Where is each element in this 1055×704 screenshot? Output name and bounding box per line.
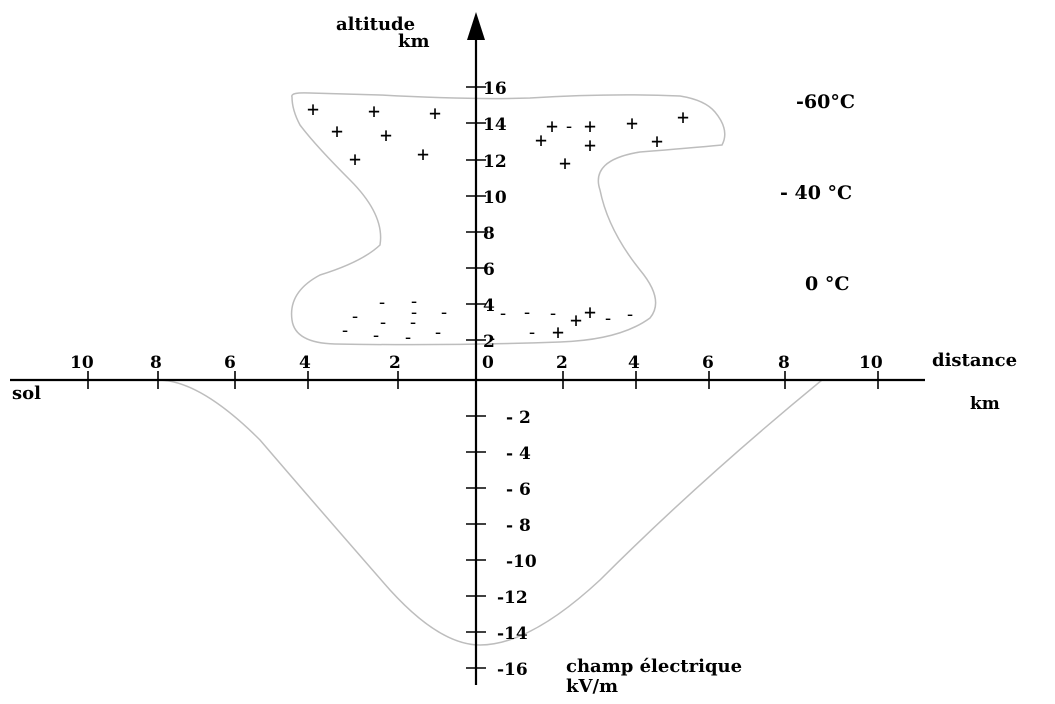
distance-tick-label: 8 bbox=[150, 353, 162, 373]
distance-tick-label: 4 bbox=[628, 353, 640, 373]
temperature-label-minus60: -60°C bbox=[796, 91, 855, 113]
positive-charge: + bbox=[677, 105, 689, 129]
field-tick-label: - 6 bbox=[506, 480, 531, 500]
positive-charge: + bbox=[368, 99, 380, 123]
altitude-tick-label: 12 bbox=[483, 152, 507, 172]
altitude-tick-label: 10 bbox=[483, 188, 507, 208]
distance-tick-label: 10 bbox=[859, 353, 883, 373]
negative-charge: - bbox=[487, 328, 498, 349]
electric-field-curve bbox=[157, 379, 823, 646]
negative-charge: - bbox=[625, 304, 636, 325]
charge-symbols: ++++++++++++++++++------------------- bbox=[307, 97, 689, 349]
distance-origin-label: 0 bbox=[482, 353, 494, 373]
altitude-axis-ticks bbox=[466, 86, 486, 669]
negative-charge: - bbox=[409, 291, 420, 312]
field-tick-label: - 8 bbox=[506, 516, 531, 536]
field-tick-label: -10 bbox=[506, 552, 537, 572]
positive-charge: + bbox=[584, 133, 596, 157]
negative-charge: - bbox=[409, 302, 420, 323]
positive-charge: + bbox=[552, 320, 564, 344]
distance-axis-ticks bbox=[87, 371, 879, 389]
negative-charge: - bbox=[603, 308, 614, 329]
negative-charge: - bbox=[371, 325, 382, 346]
altitude-tick-label: 6 bbox=[483, 260, 495, 280]
distance-axis-unit: km bbox=[970, 394, 1000, 414]
negative-charge: - bbox=[433, 322, 444, 343]
negative-charge: - bbox=[377, 292, 388, 313]
positive-charge: + bbox=[651, 129, 663, 153]
altitude-tick-label: 4 bbox=[483, 296, 495, 316]
positive-charge: + bbox=[380, 123, 392, 147]
altitude-tick-label: 2 bbox=[483, 332, 495, 352]
field-tick-label: - 2 bbox=[506, 408, 531, 428]
distance-tick-label: 6 bbox=[224, 353, 236, 373]
negative-charge: - bbox=[498, 303, 509, 324]
temperature-label-minus40: - 40 °C bbox=[780, 182, 852, 204]
altitude-axis-title: altitude bbox=[336, 14, 415, 35]
positive-charge: + bbox=[429, 101, 441, 125]
positive-charge: + bbox=[584, 114, 596, 138]
negative-charge: - bbox=[408, 312, 419, 333]
distance-tick-label: 4 bbox=[299, 353, 311, 373]
positive-charge: + bbox=[307, 97, 319, 121]
positive-charge: + bbox=[417, 142, 429, 166]
positive-charge: + bbox=[584, 300, 596, 324]
positive-charge: + bbox=[331, 119, 343, 143]
negative-charge: - bbox=[527, 322, 538, 343]
altitude-axis-arrow bbox=[467, 12, 485, 40]
field-axis-title: champ électrique bbox=[566, 656, 742, 677]
altitude-tick-label: 14 bbox=[483, 115, 507, 135]
distance-tick-label: 2 bbox=[389, 353, 401, 373]
negative-charge: - bbox=[350, 306, 361, 327]
distance-tick-label: 8 bbox=[778, 353, 790, 373]
field-tick-label: - 4 bbox=[506, 444, 531, 464]
ground-label: sol bbox=[12, 383, 41, 404]
positive-charge: + bbox=[546, 114, 558, 138]
altitude-tick-label: 16 bbox=[483, 79, 507, 99]
negative-charge: - bbox=[378, 312, 389, 333]
positive-charge: + bbox=[535, 128, 547, 152]
temperature-label-zero: 0 °C bbox=[805, 273, 849, 295]
positive-charge: + bbox=[559, 151, 571, 175]
distance-axis-title: distance bbox=[932, 350, 1017, 371]
negative-charge: - bbox=[403, 327, 414, 348]
cloud-outline bbox=[290, 92, 726, 346]
negative-charge: - bbox=[522, 302, 533, 323]
distance-tick-label: 10 bbox=[70, 353, 94, 373]
positive-charge: + bbox=[349, 147, 361, 171]
field-axis-unit: kV/m bbox=[566, 676, 618, 697]
distance-tick-label: 6 bbox=[702, 353, 714, 373]
altitude-axis-unit: km bbox=[398, 31, 430, 52]
field-tick-label: -12 bbox=[497, 588, 528, 608]
negative-charge: - bbox=[548, 303, 559, 324]
positive-charge: + bbox=[570, 308, 582, 332]
positive-charge: + bbox=[626, 111, 638, 135]
field-tick-label: -16 bbox=[497, 660, 528, 680]
negative-charge: - bbox=[564, 116, 575, 137]
negative-charge: - bbox=[340, 320, 351, 341]
altitude-tick-label: 8 bbox=[483, 224, 495, 244]
negative-charge: - bbox=[439, 302, 450, 323]
field-tick-label: -14 bbox=[497, 624, 528, 644]
distance-tick-label: 2 bbox=[556, 353, 568, 373]
